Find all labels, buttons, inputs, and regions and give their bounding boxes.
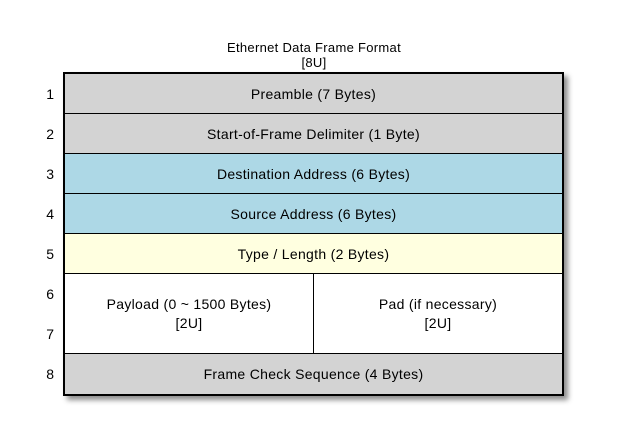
row-number-7: 7: [46, 326, 54, 342]
row-number-5: 5: [46, 246, 54, 262]
row-payload-pad: Payload (0 ~ 1500 Bytes) [2U] Pad (if ne…: [65, 274, 562, 354]
row-number-8: 8: [46, 366, 54, 382]
diagram-subtitle: [8U]: [301, 55, 327, 70]
row-number-1: 1: [46, 86, 54, 102]
cell-payload: Payload (0 ~ 1500 Bytes) [2U]: [65, 274, 314, 353]
row-destination-address: Destination Address (6 Bytes): [65, 154, 562, 194]
row-source-address: Source Address (6 Bytes): [65, 194, 562, 234]
row-start-of-frame-delimiter: Start-of-Frame Delimiter (1 Byte): [65, 114, 562, 154]
payload-label: Payload (0 ~ 1500 Bytes): [106, 295, 272, 312]
pad-units: [2U]: [424, 314, 452, 331]
frame-table: Preamble (7 Bytes) Start-of-Frame Delimi…: [63, 72, 564, 396]
pad-label: Pad (if necessary): [378, 295, 498, 312]
row-number-6: 6: [46, 286, 54, 302]
row-preamble: Preamble (7 Bytes): [65, 74, 562, 114]
row-number-4: 4: [46, 206, 54, 222]
diagram-title: Ethernet Data Frame Format: [227, 40, 401, 55]
row-type-length: Type / Length (2 Bytes): [65, 234, 562, 274]
payload-units: [2U]: [175, 314, 203, 331]
row-number-gutter: 1 2 3 4 5 6 7 8: [0, 72, 63, 394]
frame-layout: 1 2 3 4 5 6 7 8 Preamble (7 Bytes) Start…: [0, 72, 564, 396]
row-number-3: 3: [46, 166, 54, 182]
row-number-2: 2: [46, 126, 54, 142]
diagram-title-block: Ethernet Data Frame Format [8U]: [0, 40, 628, 70]
row-frame-check-sequence: Frame Check Sequence (4 Bytes): [65, 354, 562, 394]
cell-pad: Pad (if necessary) [2U]: [314, 274, 562, 353]
